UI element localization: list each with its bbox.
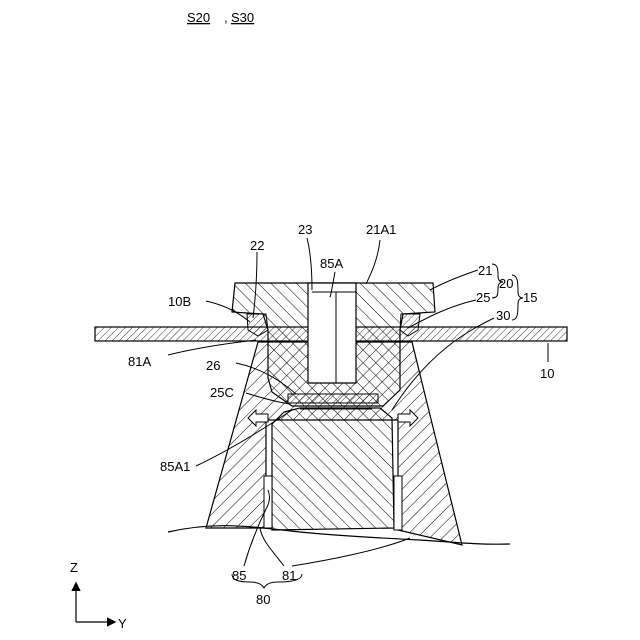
label-26: 26: [206, 358, 220, 373]
label-21A1: 21A1: [366, 222, 396, 237]
bore-23: [308, 283, 356, 383]
step-header: S20 , S30: [187, 10, 254, 25]
label-22: 22: [250, 238, 264, 253]
label-85A1: 85A1: [160, 459, 190, 474]
label-85A: 85A: [320, 256, 343, 271]
plate-85A: [288, 394, 378, 403]
step-separator: ,: [224, 10, 228, 25]
label-81A: 81A: [128, 354, 151, 369]
label-25: 25: [476, 290, 490, 305]
label-81: 81: [282, 568, 296, 583]
step-label-s20: S20: [187, 10, 210, 25]
axis-label-z: Z: [70, 560, 78, 575]
axis-label-y: Y: [118, 616, 127, 631]
label-23: 23: [298, 222, 312, 237]
step-label-s30: S30: [231, 10, 254, 25]
insert-81-right: [394, 476, 402, 530]
label-15: 15: [523, 290, 537, 305]
fastener-body-85: [272, 408, 394, 530]
label-80: 80: [256, 592, 270, 607]
label-20: 20: [499, 276, 513, 291]
axis-indicator: Z Y: [70, 560, 127, 631]
label-85: 85: [232, 568, 246, 583]
label-30: 30: [496, 308, 510, 323]
label-25C: 25C: [210, 385, 234, 400]
insert-81-left: [264, 476, 272, 528]
label-21: 21: [478, 263, 492, 278]
label-10: 10: [540, 366, 554, 381]
label-10B: 10B: [168, 294, 191, 309]
